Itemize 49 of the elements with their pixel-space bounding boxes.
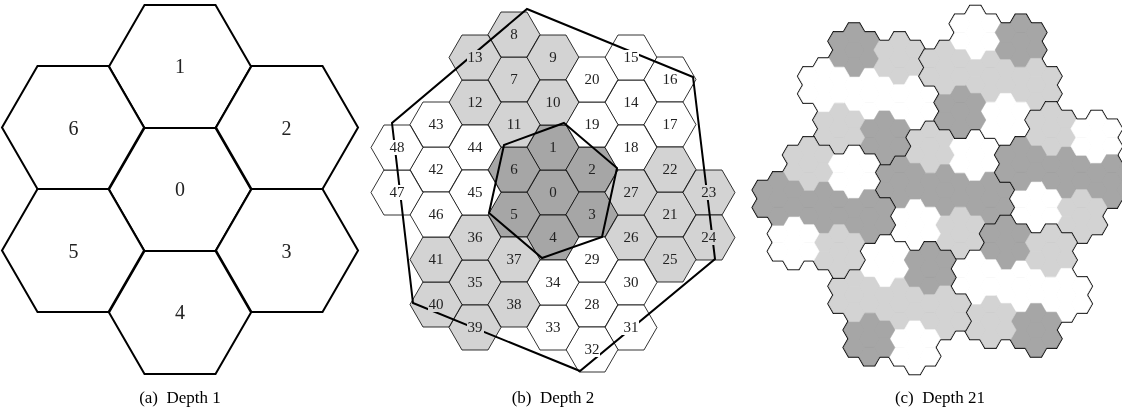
- hexagon-cell: [682, 169, 735, 215]
- cell-number: 5: [509, 207, 519, 222]
- hexagon-cell: [604, 304, 657, 350]
- hexagon-cell: [643, 57, 696, 102]
- cell-number: 3: [587, 207, 597, 222]
- cell-number: 29: [583, 252, 601, 267]
- hexagon-cell: [2, 66, 145, 189]
- cell-number: 32: [583, 342, 601, 357]
- cell-number: 2: [587, 162, 597, 177]
- cell-number: 17: [661, 117, 679, 132]
- cell-number: 22: [661, 162, 679, 177]
- cell-number: 8: [509, 27, 519, 42]
- cell-number: 7: [509, 72, 519, 87]
- hexagon-cell: [410, 282, 463, 327]
- hexagon-cell: [449, 124, 501, 170]
- hexagon-cell: [410, 237, 463, 282]
- cell-number: 0: [548, 184, 558, 200]
- hexagon-cell: [604, 259, 657, 305]
- hexagon-cell: [566, 102, 618, 147]
- hexagon-cell: [449, 169, 501, 215]
- hexagon-cell: [215, 66, 358, 189]
- hexagon-cell: [566, 57, 618, 102]
- cell-number: 6: [509, 162, 519, 177]
- hexagon-cell: [215, 189, 358, 312]
- cell-number: 25: [661, 252, 679, 267]
- cell-number: 28: [583, 297, 601, 312]
- hexagon-cell: [449, 304, 501, 350]
- hexagon-cell: [109, 127, 251, 251]
- cell-number: 21: [661, 207, 679, 222]
- hexagon-cell: [2, 189, 145, 312]
- hexagon-cell: [488, 282, 540, 327]
- hexagon-cell: [604, 169, 657, 215]
- caption: (b) Depth 2: [511, 387, 595, 409]
- hexagon-cell: [371, 169, 424, 215]
- cell-number: 9: [548, 49, 558, 65]
- cell-number: 1: [548, 139, 558, 155]
- cell-number: 4: [548, 229, 558, 245]
- hexagon-cell: [449, 34, 501, 80]
- hexagon-cell: [109, 250, 251, 374]
- hexagon-cell: [527, 34, 579, 80]
- cell-number: 16: [661, 72, 679, 87]
- hexagon-cell: [682, 214, 735, 260]
- caption: (a) Depth 1: [139, 387, 221, 409]
- cell-number: 20: [583, 72, 601, 87]
- hexagon-cell: [488, 237, 540, 282]
- hexagon-cell: [371, 124, 424, 170]
- hexagon-cell: [109, 4, 251, 128]
- cell-number: 19: [583, 117, 601, 132]
- caption: (c) Depth 21: [894, 387, 986, 409]
